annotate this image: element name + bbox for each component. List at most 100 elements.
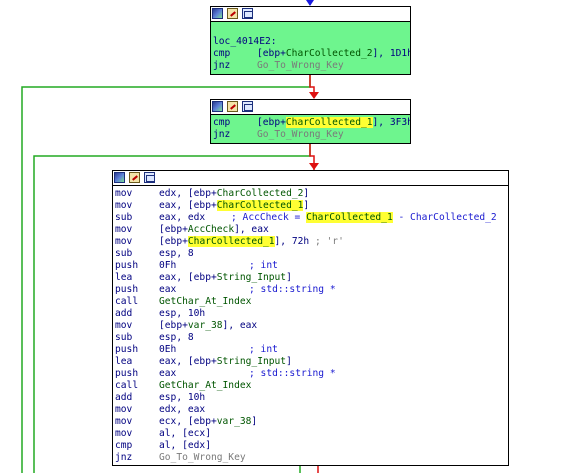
operand-text: 0Fh: [159, 260, 177, 271]
mnemonic: cmp: [213, 117, 231, 128]
symbol-charcollected-2[interactable]: CharCollected_2: [216, 188, 304, 199]
function-getchar-at-index[interactable]: GetChar_At_Index: [159, 380, 252, 391]
symbol-charcollected-1-highlighted[interactable]: CharCollected_1: [187, 236, 275, 247]
code-line[interactable]: push eax ; std::string *: [115, 368, 506, 380]
operand-text: [ebp+: [257, 48, 286, 59]
node-image-icon[interactable]: [242, 8, 253, 19]
code-line[interactable]: mov al, [ecx]: [115, 428, 506, 440]
edit-node-icon[interactable]: [129, 172, 140, 183]
code-line[interactable]: jnz Go_To_Wrong_Key: [115, 452, 506, 464]
operand-text: al, [ecx]: [159, 428, 211, 439]
operand-text: eax, [ebp+: [159, 272, 217, 283]
mnemonic: jnz: [213, 60, 231, 71]
operand-text: ]: [286, 356, 292, 367]
code-line[interactable]: call GetChar_At_Index: [115, 380, 506, 392]
edge-incoming-arrow: [306, 0, 314, 6]
symbol-acccheck[interactable]: AccCheck: [187, 224, 235, 235]
mnemonic: jnz: [115, 452, 133, 463]
symbol-var-38[interactable]: var_38: [216, 416, 252, 427]
comment: ; std::string *: [249, 284, 336, 295]
symbol-charcollected-1-highlighted[interactable]: CharCollected_1: [285, 117, 373, 128]
mnemonic: push: [115, 284, 139, 295]
operand-text: [ebp+: [159, 224, 188, 235]
mnemonic: call: [115, 380, 139, 391]
node-image-icon[interactable]: [144, 172, 155, 183]
edit-node-icon[interactable]: [227, 101, 238, 112]
comment: ; std::string *: [249, 368, 336, 379]
operand-text: esp, 8: [159, 248, 194, 259]
jump-target-go-to-wrong-key[interactable]: Go_To_Wrong_Key: [257, 60, 344, 71]
mnemonic: mov: [115, 200, 133, 211]
code-line[interactable]: mov[ebp+AccCheck], eax: [115, 224, 506, 236]
operand-text: eax: [159, 368, 177, 379]
code-line[interactable]: jnz Go_To_Wrong_Key: [213, 60, 408, 72]
operand-text: edx, eax: [159, 404, 206, 415]
operand-text: eax, [ebp+: [159, 356, 217, 367]
symbol-charcollected-2[interactable]: CharCollected_2: [285, 48, 373, 59]
function-getchar-at-index[interactable]: GetChar_At_Index: [159, 296, 252, 307]
operand-text: eax, [ebp+: [159, 200, 217, 211]
mnemonic: lea: [115, 356, 133, 367]
code-line[interactable]: lea eax, [ebp+String_Input]: [115, 356, 506, 368]
mnemonic: sub: [115, 332, 133, 343]
operand-text: eax, edx: [159, 212, 206, 223]
graph-color-icon[interactable]: [212, 101, 223, 112]
code-line[interactable]: cmp[ebp+CharCollected_1], 3F3h: [213, 117, 410, 129]
symbol-charcollected-1-highlighted[interactable]: CharCollected_1: [216, 200, 304, 211]
operand-text: ecx, [ebp+: [159, 416, 217, 427]
graph-color-icon[interactable]: [114, 172, 125, 183]
symbol-charcollected-1-highlighted[interactable]: CharCollected_1: [306, 212, 393, 223]
operand-text: ]: [303, 188, 310, 199]
operand-text: [ebp+: [257, 117, 286, 128]
comment: ; int: [249, 344, 278, 355]
graph-color-icon[interactable]: [212, 8, 223, 19]
node-image-icon[interactable]: [242, 101, 253, 112]
operand-text: ], eax: [234, 224, 269, 235]
edge-false-node2-arrow: [309, 163, 319, 170]
operand-text: [ebp+: [159, 236, 188, 247]
symbol-string-input[interactable]: String_Input: [216, 356, 287, 367]
symbol-string-input[interactable]: String_Input: [216, 272, 287, 283]
jump-target-go-to-wrong-key[interactable]: Go_To_Wrong_Key: [159, 452, 246, 463]
code-line[interactable]: mov[ebp+var_38], eax: [115, 320, 506, 332]
code-line[interactable]: loc_4014E2:: [213, 36, 408, 48]
comment: - CharCollected_2: [392, 212, 497, 223]
mnemonic: sub: [115, 212, 133, 223]
comment: ; int: [249, 260, 278, 271]
location-label: loc_4014E2:: [213, 36, 277, 47]
operand-text: ]: [251, 416, 258, 427]
edit-node-icon[interactable]: [227, 8, 238, 19]
node-titlebar: [113, 171, 508, 186]
graph-node-loc-4014e2[interactable]: loc_4014E2: cmp[ebp+CharCollected_2], 1D…: [210, 6, 411, 75]
mnemonic: add: [115, 392, 133, 403]
code-line[interactable]: mov[ebp+CharCollected_1], 72h ; 'r': [115, 236, 506, 248]
operand-text: [ebp+: [159, 320, 188, 331]
mnemonic: add: [115, 308, 133, 319]
operand-text: ], 1D1h: [372, 48, 411, 59]
symbol-var-38[interactable]: var_38: [187, 320, 223, 331]
jump-target-go-to-wrong-key[interactable]: Go_To_Wrong_Key: [257, 129, 344, 140]
mnemonic: push: [115, 368, 139, 379]
mnemonic: mov: [115, 428, 133, 439]
code-line[interactable]: cmp[ebp+CharCollected_2], 1D1h: [213, 48, 411, 60]
